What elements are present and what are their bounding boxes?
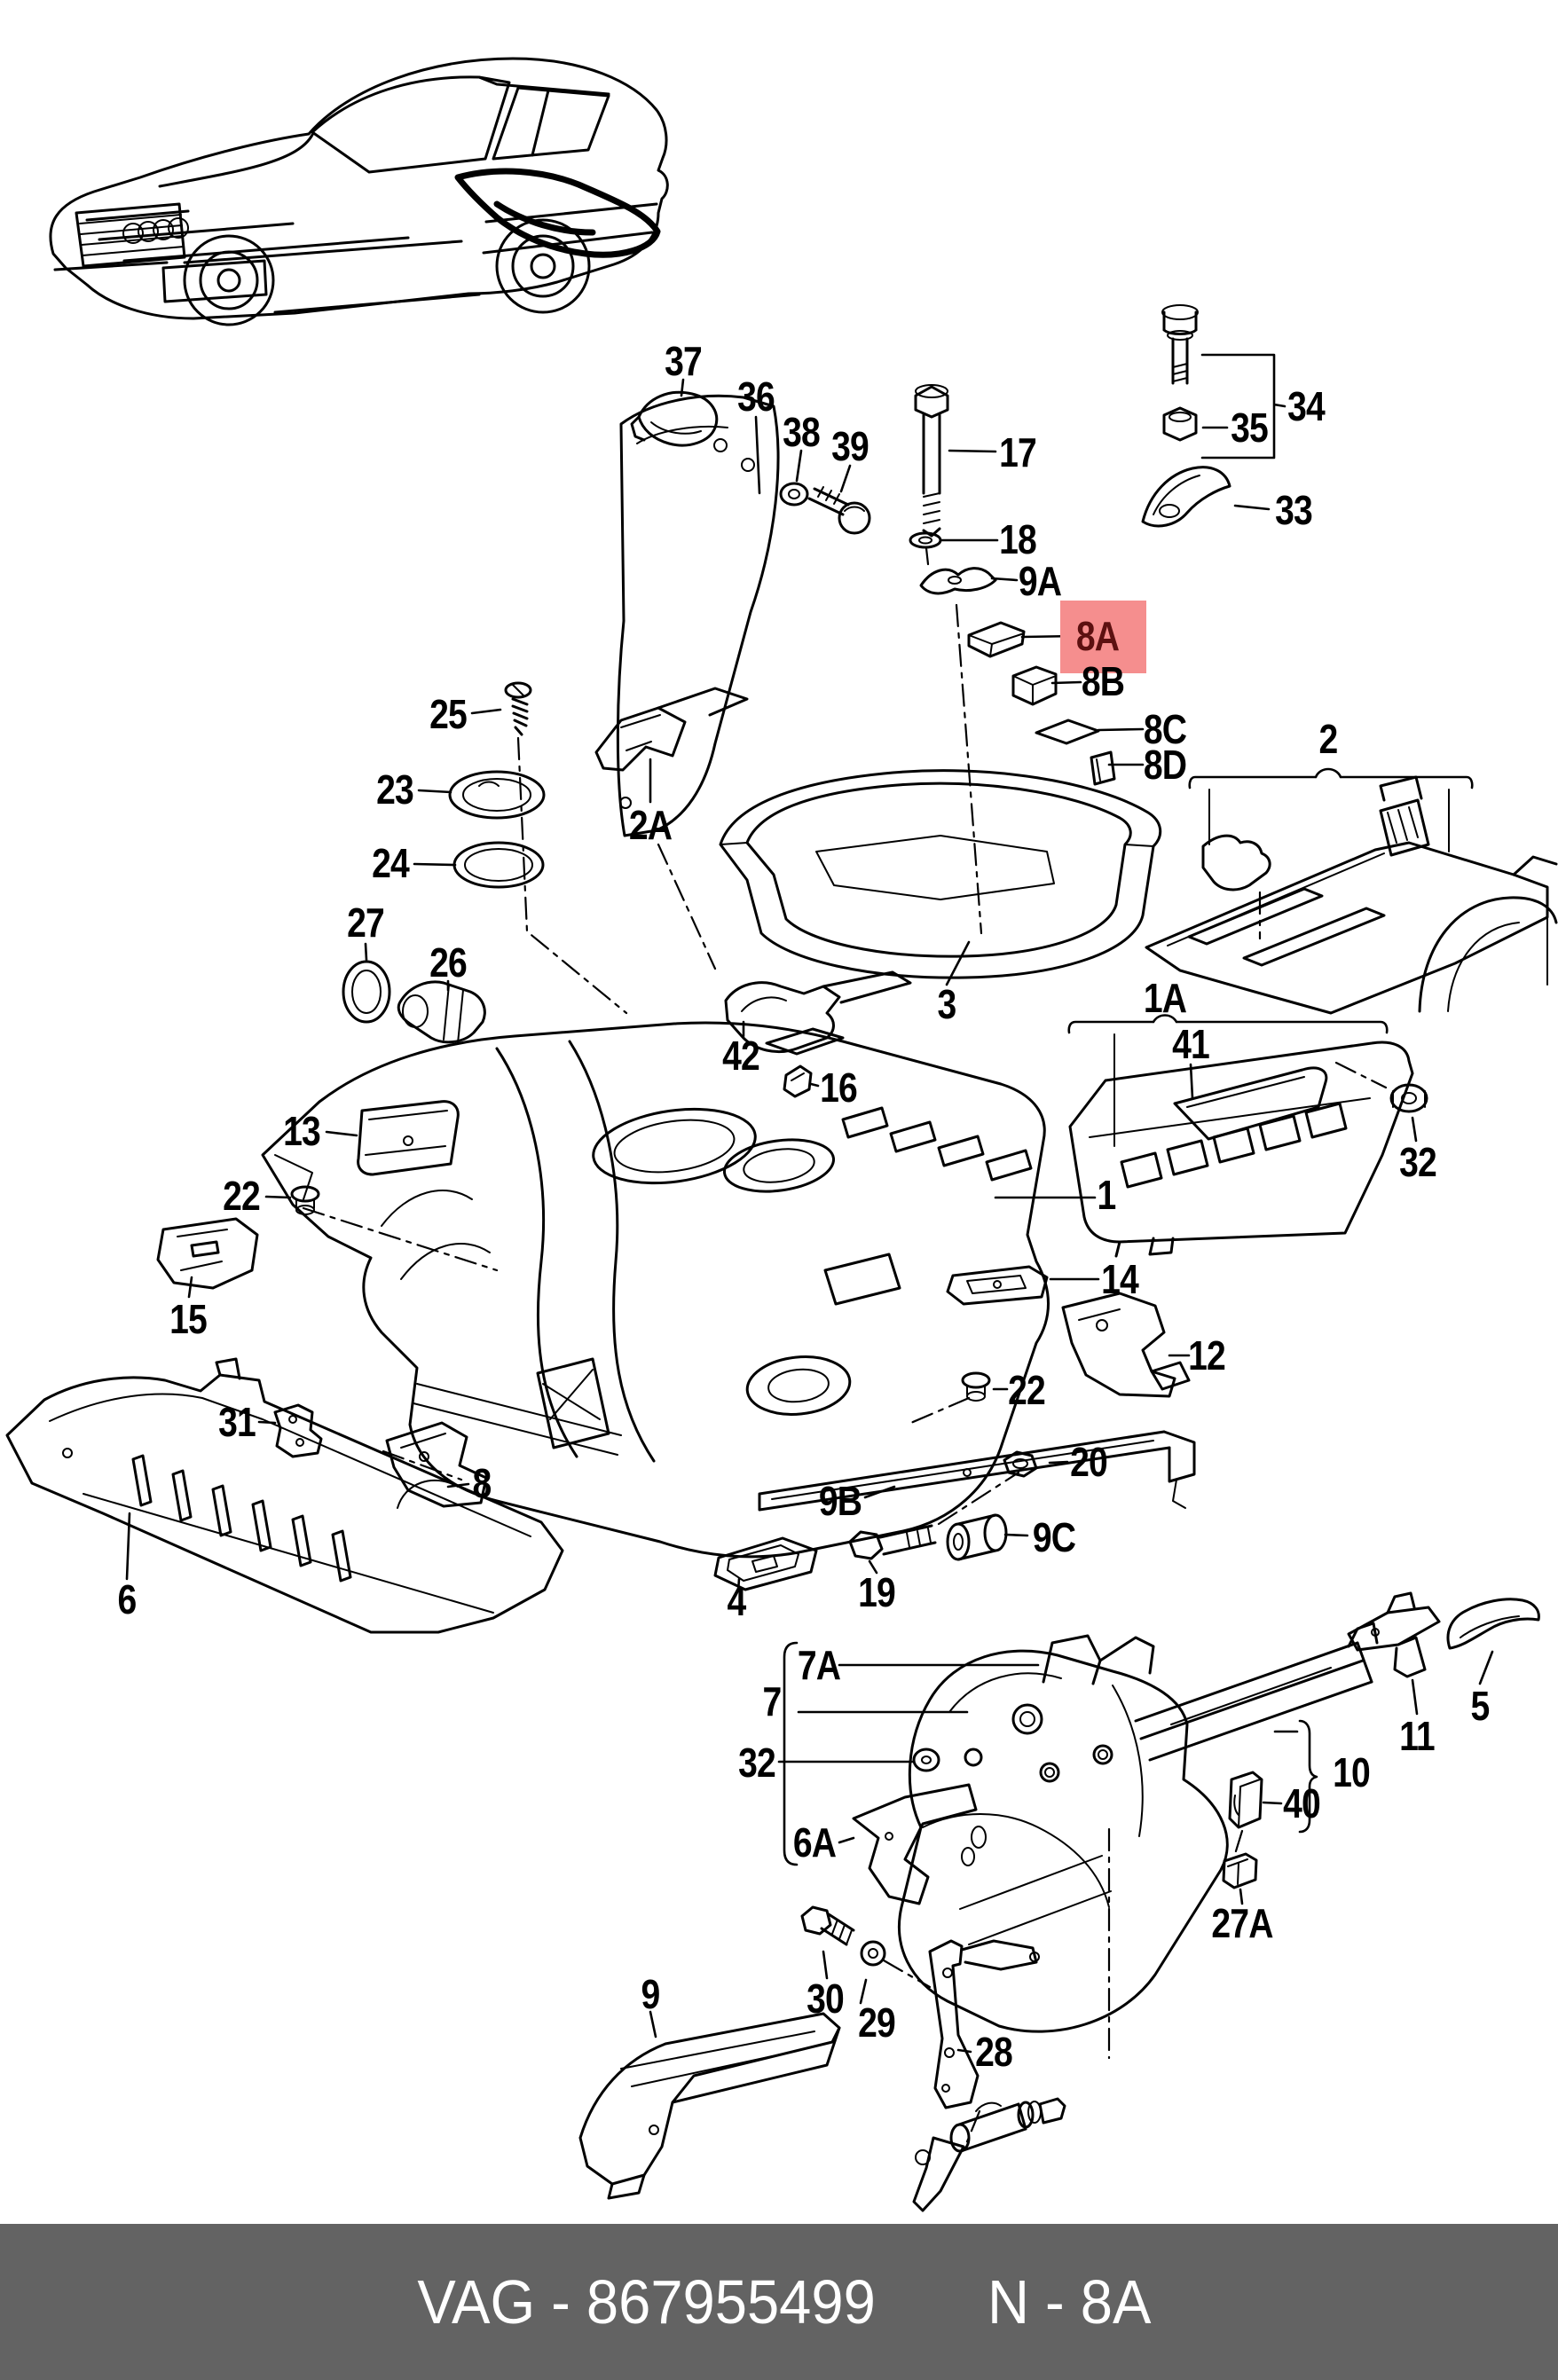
part-label-39[interactable]: 39 — [831, 423, 869, 469]
part-label-9B[interactable]: 9B — [818, 1478, 862, 1524]
part-label-30[interactable]: 30 — [807, 1975, 845, 2022]
part-label-8B[interactable]: 8B — [1081, 658, 1125, 704]
left-panel-drawings — [5, 1357, 564, 1634]
rear-panel-assembly-drawing — [1145, 775, 1558, 1113]
part-label-15[interactable]: 15 — [169, 1296, 208, 1342]
seal-parts-drawings — [342, 681, 546, 1044]
part-label-42[interactable]: 42 — [722, 1033, 760, 1079]
part-label-22-left[interactable]: 22 — [223, 1173, 261, 1219]
part-label-12[interactable]: 12 — [1188, 1332, 1226, 1379]
part-label-27[interactable]: 27 — [347, 899, 385, 946]
part-label-9[interactable]: 9 — [641, 1971, 661, 2017]
car-illustration — [49, 57, 669, 326]
part-label-19[interactable]: 19 — [858, 1569, 896, 1615]
part-label-2A[interactable]: 2A — [628, 802, 673, 848]
part-label-38[interactable]: 38 — [783, 409, 821, 455]
part-label-1A[interactable]: 1A — [1143, 975, 1187, 1021]
footer-section-code: N - 8A — [988, 2267, 1152, 2337]
lower-assembly-drawings — [578, 1591, 1540, 2212]
part-label-29[interactable]: 29 — [858, 1999, 896, 2046]
part-label-31[interactable]: 31 — [218, 1399, 256, 1445]
cross-panel-drawing — [1068, 1041, 1414, 1258]
part-label-8[interactable]: 8 — [472, 1460, 492, 1506]
part-label-24[interactable]: 24 — [372, 840, 410, 886]
part-label-8C[interactable]: 8C — [1143, 706, 1187, 752]
part-label-7A[interactable]: 7A — [797, 1642, 841, 1688]
part-label-18[interactable]: 18 — [999, 516, 1037, 562]
part-label-5[interactable]: 5 — [1470, 1683, 1491, 1729]
part-label-41[interactable]: 41 — [1172, 1021, 1210, 1067]
top-hardware-drawings — [616, 304, 1231, 837]
footer-bar: VAG - 867955499 N - 8A — [0, 2224, 1558, 2380]
part-label-20[interactable]: 20 — [1070, 1439, 1108, 1485]
part-label-25[interactable]: 25 — [429, 691, 468, 737]
part-label-3[interactable]: 3 — [937, 981, 957, 1027]
part-label-13[interactable]: 13 — [283, 1108, 321, 1154]
part-label-32-right[interactable]: 32 — [1399, 1139, 1437, 1185]
part-label-35[interactable]: 35 — [1231, 405, 1269, 451]
part-label-2[interactable]: 2 — [1318, 716, 1339, 762]
shim-blocks-drawings — [967, 621, 1116, 786]
part-label-33[interactable]: 33 — [1275, 487, 1313, 533]
mid-hardware-drawings — [713, 1265, 1196, 1591]
part-label-8A[interactable]: 8A — [1075, 613, 1120, 659]
part-label-23[interactable]: 23 — [376, 766, 414, 813]
part-label-1[interactable]: 1 — [1097, 1172, 1117, 1218]
selected-part-highlight — [1060, 601, 1146, 673]
part-label-16[interactable]: 16 — [820, 1064, 858, 1111]
leader-lines — [125, 353, 1494, 2054]
part-label-14[interactable]: 14 — [1101, 1256, 1139, 1302]
part-label-10[interactable]: 10 — [1333, 1749, 1371, 1795]
part-label-6A[interactable]: 6A — [792, 1819, 837, 1866]
part-label-34[interactable]: 34 — [1287, 383, 1326, 429]
part-label-37[interactable]: 37 — [665, 338, 703, 384]
part-label-22-right[interactable]: 22 — [1008, 1367, 1046, 1413]
floor-pan-drawing — [156, 970, 1050, 1559]
part-label-7[interactable]: 7 — [762, 1678, 783, 1724]
part-label-36[interactable]: 36 — [737, 373, 775, 420]
footer-catalog-code: VAG - 867955499 — [417, 2267, 876, 2337]
part-label-9C[interactable]: 9C — [1032, 1514, 1076, 1560]
construction-lines — [302, 546, 1388, 2152]
part-label-4[interactable]: 4 — [727, 1578, 747, 1624]
part-label-28[interactable]: 28 — [975, 2029, 1013, 2075]
part-label-9A[interactable]: 9A — [1018, 558, 1062, 604]
part-label-40[interactable]: 40 — [1283, 1780, 1321, 1826]
part-label-6[interactable]: 6 — [117, 1576, 138, 1622]
part-label-17[interactable]: 17 — [999, 429, 1037, 475]
part-label-11[interactable]: 11 — [1399, 1713, 1435, 1759]
part-label-8D[interactable]: 8D — [1143, 742, 1187, 788]
part-label-32-left[interactable]: 32 — [738, 1740, 776, 1786]
part-label-27A[interactable]: 27A — [1211, 1900, 1273, 1946]
part-label-26[interactable]: 26 — [429, 939, 468, 986]
